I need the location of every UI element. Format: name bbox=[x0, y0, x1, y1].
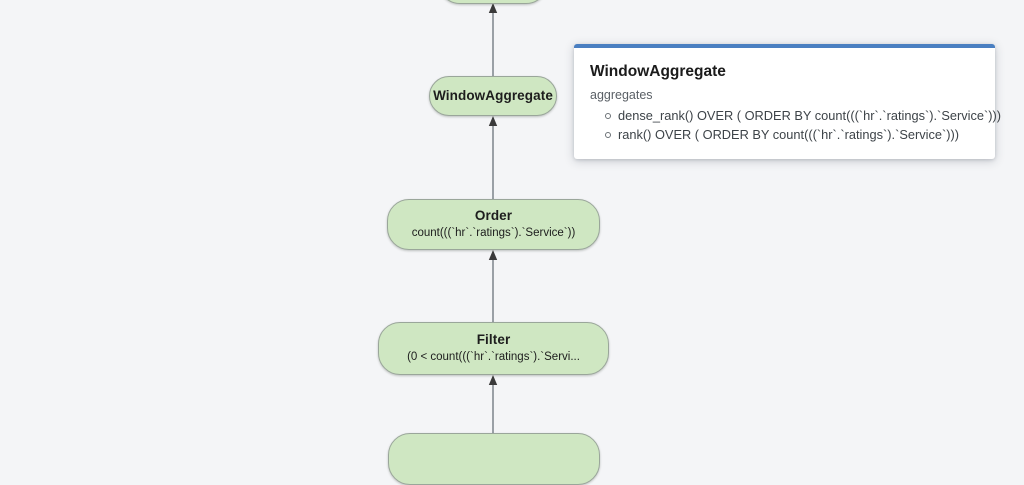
list-item: dense_rank() OVER ( ORDER BY count(((`hr… bbox=[604, 106, 1001, 126]
edge-bottom-to-filter bbox=[488, 375, 498, 439]
node-title: Order bbox=[474, 208, 513, 224]
node-windowaggregate[interactable]: WindowAggregate bbox=[429, 76, 557, 116]
node-filter[interactable]: Filter (0 < count(((`hr`.`ratings`).`Ser… bbox=[378, 322, 609, 375]
tooltip-section-label: aggregates bbox=[590, 88, 653, 103]
node-child-clipped[interactable] bbox=[388, 433, 600, 485]
tooltip-title: WindowAggregate bbox=[590, 63, 726, 80]
list-item: rank() OVER ( ORDER BY count(((`hr`.`rat… bbox=[604, 125, 979, 145]
edge-filter-to-order bbox=[488, 250, 498, 322]
tooltip-aggregates-list: dense_rank() OVER ( ORDER BY count(((`hr… bbox=[590, 106, 1001, 146]
node-title: Filter bbox=[476, 332, 511, 348]
edge-order-to-windowaggregate bbox=[488, 116, 498, 199]
node-subtitle: (0 < count(((`hr`.`ratings`).`Servi... bbox=[407, 350, 580, 363]
node-subtitle: count(((`hr`.`ratings`).`Service`)) bbox=[411, 226, 576, 239]
node-order[interactable]: Order count(((`hr`.`ratings`).`Service`)… bbox=[387, 199, 600, 250]
node-title: WindowAggregate bbox=[433, 88, 553, 104]
graph-edges bbox=[488, 3, 498, 439]
windowaggregate-details-tooltip: WindowAggregate aggregates dense_rank() … bbox=[574, 44, 1001, 160]
edge-windowaggregate-to-parent bbox=[488, 3, 498, 76]
